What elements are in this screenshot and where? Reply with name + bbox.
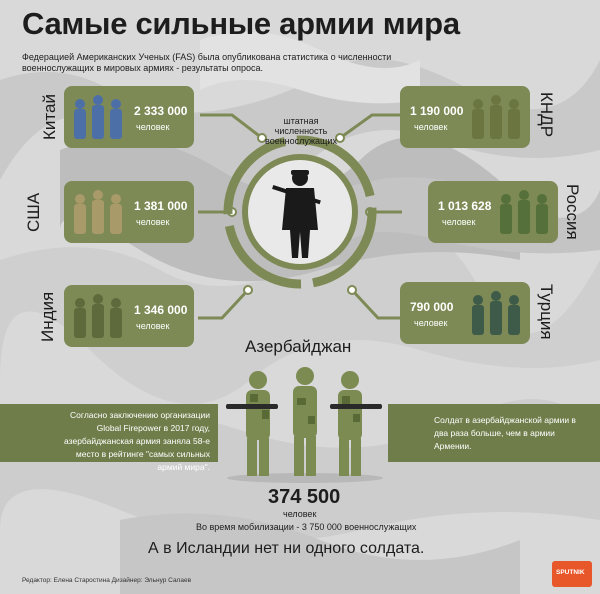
center-emblem	[223, 135, 377, 289]
azerbaijan-soldiers-icon	[226, 367, 383, 483]
country-card-india: 1 346 000 человек	[64, 285, 194, 347]
note-banner-left: Согласно заключению организации Global F…	[0, 404, 218, 472]
azerbaijan-title: Азербайджан	[245, 337, 352, 356]
country-card-usa: 1 381 000 человек	[64, 181, 194, 243]
soldier-silhouette-icon	[272, 170, 321, 258]
soldiers-icon	[74, 294, 122, 338]
azerbaijan-value: 374 500	[268, 486, 341, 508]
country-card-russia: 1 013 628 человек	[428, 181, 558, 243]
country-card-china: 2 333 000 человек	[64, 86, 194, 148]
country-label-turkey: Турция	[537, 284, 556, 340]
soldiers-icon	[472, 291, 520, 335]
center-label: штатная численность военнослужащих	[265, 116, 337, 146]
country-unit: человек	[414, 318, 448, 328]
note-left-text: Согласно заключению организации Global F…	[64, 410, 210, 472]
country-label-china: Китай	[40, 94, 59, 140]
page-subtitle: Федерацией Американских Ученых (FAS) был…	[22, 52, 392, 73]
azerbaijan-unit: человек	[283, 509, 317, 519]
credits: Редактор: Елена Старостина Дизайнер: Эль…	[22, 577, 192, 584]
soldiers-icon	[472, 95, 520, 139]
sputnik-logo: SPUTNIK	[552, 561, 592, 587]
country-unit: человек	[136, 122, 170, 132]
soldiers-icon	[74, 190, 122, 234]
country-unit: человек	[136, 217, 170, 227]
country-unit: человек	[136, 321, 170, 331]
country-label-india: Индия	[38, 291, 57, 342]
country-card-dprk: 1 190 000 человек	[400, 86, 530, 148]
country-label-dprk: КНДР	[537, 92, 556, 138]
soldiers-icon	[74, 95, 122, 139]
country-unit: человек	[414, 122, 448, 132]
note-right-text: Солдат в азербайджанской армии в два раз…	[434, 415, 576, 451]
logo-text: SPUTNIK	[556, 569, 585, 576]
soldiers-icon	[500, 190, 548, 234]
country-unit: человек	[442, 217, 476, 227]
country-label-russia: Россия	[563, 184, 582, 240]
country-label-usa: США	[24, 192, 43, 232]
mobilization-note: Во время мобилизации - 3 750 000 военнос…	[196, 522, 417, 532]
country-value: 1 190 000	[410, 104, 464, 118]
country-card-turkey: 790 000 человек	[400, 282, 530, 344]
country-value: 790 000	[410, 300, 454, 314]
country-value: 2 333 000	[134, 104, 188, 118]
note-banner-right: Солдат в азербайджанской армии в два раз…	[388, 404, 600, 462]
page-title: Самые сильные армии мира	[22, 6, 460, 41]
country-value: 1 346 000	[134, 303, 188, 317]
iceland-note: А в Исландии нет ни одного солдата.	[148, 540, 425, 557]
country-value: 1 013 628	[438, 199, 492, 213]
country-value: 1 381 000	[134, 199, 188, 213]
